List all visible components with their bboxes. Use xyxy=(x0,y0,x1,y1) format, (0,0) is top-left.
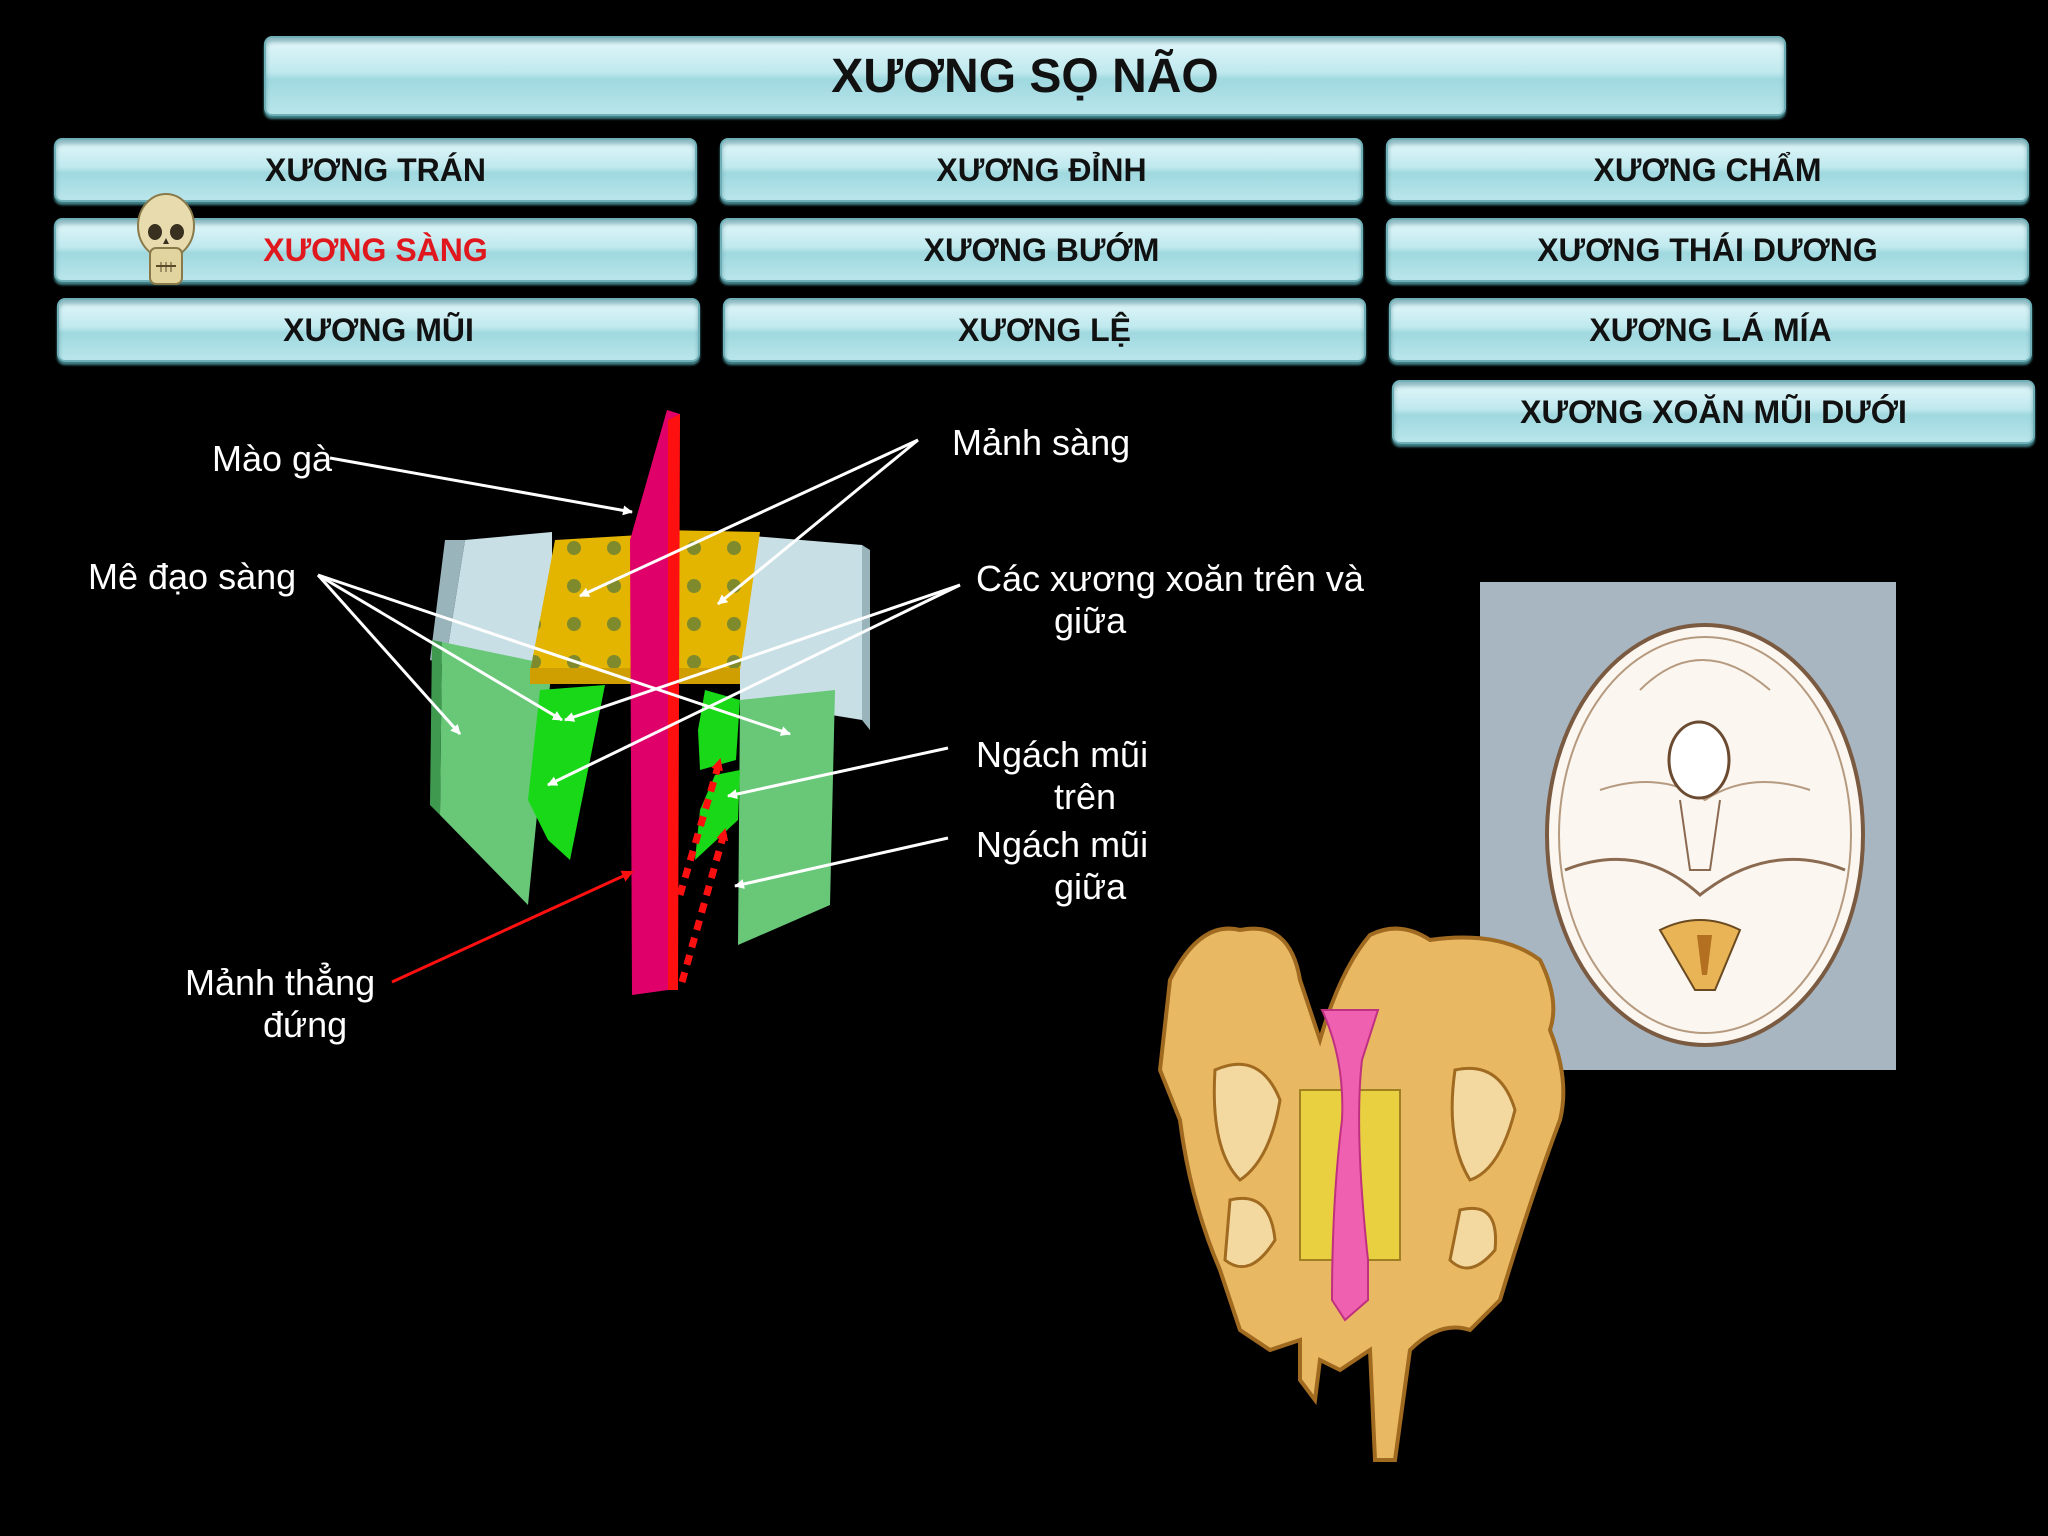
menu-vomer-button[interactable]: XƯƠNG LÁ MÍA xyxy=(1389,298,2032,362)
section-perpendicular-plate xyxy=(1320,1009,1380,1322)
label-crista-galli-text: Mào gà xyxy=(212,438,333,479)
menu-inferior-concha-label: XƯƠNG XOĂN MŨI DƯỚI xyxy=(1520,393,1907,430)
menu-temporal-label: XƯƠNG THÁI DƯƠNG xyxy=(1537,231,1878,268)
label-cribriform-plate: Mảnh sàng xyxy=(952,422,1130,464)
menu-frontal-button[interactable]: XƯƠNG TRÁN xyxy=(54,138,697,202)
skull-icon xyxy=(137,193,195,285)
label-perpendicular-plate: Mảnh thẳng đứng xyxy=(185,962,375,1046)
label-superior-meatus-line2: trên xyxy=(1054,776,1117,817)
menu-ethmoid-label: XƯƠNG SÀNG xyxy=(263,231,488,268)
label-conchae-line1: Các xương xoăn trên và xyxy=(976,558,1364,599)
menu-sphenoid-label: XƯƠNG BƯỚM xyxy=(923,231,1160,268)
menu-occipital-label: XƯƠNG CHẨM xyxy=(1593,151,1822,188)
label-ethmoid-labyrinth-text: Mê đạo sàng xyxy=(88,556,297,597)
label-middle-meatus-line2: giữa xyxy=(1054,866,1127,907)
menu-parietal-label: XƯƠNG ĐỈNH xyxy=(936,151,1147,188)
label-perpendicular-plate-line2: đứng xyxy=(263,1004,348,1045)
menu-lacrimal-label: XƯƠNG LỆ xyxy=(958,311,1131,348)
menu-frontal-label: XƯƠNG TRÁN xyxy=(265,151,486,188)
menu-nasal-button[interactable]: XƯƠNG MŨI xyxy=(57,298,700,362)
ethmoid-3d-model xyxy=(430,410,870,995)
page-title-bar: XƯƠNG SỌ NÃO xyxy=(264,36,1786,116)
label-ethmoid-labyrinth: Mê đạo sàng xyxy=(88,556,296,598)
label-crista-galli: Mào gà xyxy=(212,438,332,480)
menu-parietal-button[interactable]: XƯƠNG ĐỈNH xyxy=(720,138,1363,202)
menu-sphenoid-button[interactable]: XƯƠNG BƯỚM xyxy=(720,218,1363,282)
label-superior-meatus: Ngách mũi trên xyxy=(976,734,1148,818)
label-superior-meatus-line1: Ngách mũi xyxy=(976,734,1149,775)
label-conchae: Các xương xoăn trên và giữa xyxy=(976,558,1364,642)
concha-left xyxy=(528,685,605,860)
label-perpendicular-plate-line1: Mảnh thẳng xyxy=(185,962,376,1003)
menu-nasal-label: XƯƠNG MŨI xyxy=(283,311,474,348)
label-pointers xyxy=(316,438,961,889)
ethmoid-section-illustration xyxy=(1157,926,1566,1462)
concha-right xyxy=(698,690,740,770)
menu-vomer-label: XƯƠNG LÁ MÍA xyxy=(1589,311,1832,348)
label-conchae-line2: giữa xyxy=(1054,600,1127,641)
perpendicular-plate-pointer xyxy=(391,870,634,984)
skull-base-illustration xyxy=(1480,582,1896,1070)
label-cribriform-plate-text: Mảnh sàng xyxy=(952,422,1131,463)
menu-inferior-concha-button[interactable]: XƯƠNG XOĂN MŨI DƯỚI xyxy=(1392,380,2035,444)
label-middle-meatus-line1: Ngách mũi xyxy=(976,824,1149,865)
menu-lacrimal-button[interactable]: XƯƠNG LỆ xyxy=(723,298,1366,362)
menu-occipital-button[interactable]: XƯƠNG CHẨM xyxy=(1386,138,2029,202)
page-title: XƯƠNG SỌ NÃO xyxy=(831,49,1219,103)
label-middle-meatus: Ngách mũi giữa xyxy=(976,824,1148,908)
menu-temporal-button[interactable]: XƯƠNG THÁI DƯƠNG xyxy=(1386,218,2029,282)
